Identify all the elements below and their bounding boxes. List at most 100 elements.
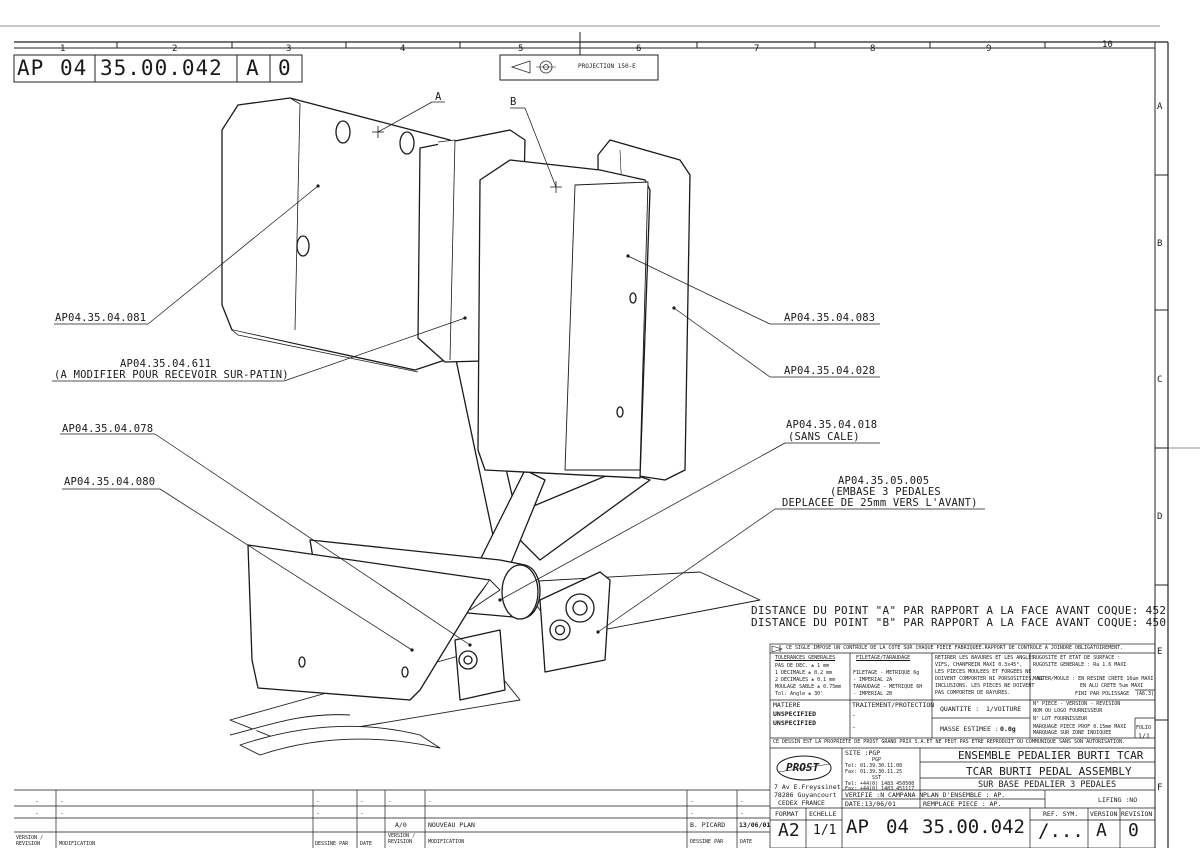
surface-line: FINI PAR POLISSAGE bbox=[1075, 691, 1130, 697]
format-value: A2 bbox=[778, 820, 800, 841]
revision-date: 13/06/01 bbox=[739, 821, 771, 829]
folio-value: 1/1 bbox=[1138, 732, 1150, 740]
surface-line: EN ALU CRETE 5um MAXI bbox=[1080, 683, 1144, 689]
site-code: SST bbox=[872, 775, 882, 781]
revision-placeholder: . bbox=[388, 796, 392, 804]
drawing-revision: 0 bbox=[278, 56, 292, 80]
header-version-revision: VERSION / REVISION bbox=[388, 833, 416, 845]
verifie: VERIFIE :N CAMPANA N bbox=[845, 791, 924, 799]
treatment-value: - bbox=[852, 723, 856, 731]
revision-version: A/0 bbox=[395, 821, 407, 829]
tolerance-line: Tol. Angle ± 30' bbox=[775, 691, 824, 697]
part-callout-note: (EMBASE 3 PEDALES bbox=[830, 486, 941, 498]
burrs-line: RETIRER LES BAVURES ET LES ANGLES bbox=[935, 655, 1035, 661]
grid-column-label: 8 bbox=[870, 44, 876, 54]
revision-placeholder: . bbox=[690, 808, 694, 816]
company-logo: PROST bbox=[786, 761, 820, 774]
footer-prefix: AP bbox=[846, 816, 869, 838]
distance-note-b: DISTANCE DU POINT "B" PAR RAPPORT A LA F… bbox=[751, 616, 1167, 629]
company-address: 7 Av E.Freyssinet bbox=[774, 783, 841, 791]
drawing-number: 35.00.042 bbox=[100, 56, 223, 80]
quantity-label: QUANTITE : bbox=[940, 705, 980, 713]
part-callout-note: (SANS CALE) bbox=[788, 431, 860, 443]
grid-column-label: 2 bbox=[172, 44, 178, 54]
footer-ref: /... bbox=[1038, 820, 1084, 842]
header-version-revision: VERSION / REVISION bbox=[16, 835, 44, 847]
part-callout: AP04.35.04.028 bbox=[784, 365, 876, 377]
grid-column-label: 10 bbox=[1102, 40, 1113, 50]
title-line-1: ENSEMBLE PEDALIER BURTI TCAR bbox=[958, 749, 1144, 762]
revision-placeholder: . bbox=[316, 808, 320, 816]
piece-info-line: N° LOT FOURNISSEUR bbox=[1033, 716, 1088, 722]
grid-row-label: C bbox=[1157, 375, 1163, 385]
projection-label: PROJECTION 150-E bbox=[578, 63, 636, 70]
revision-drawn-by: B. PICARD bbox=[690, 821, 726, 829]
distance-note-a: DISTANCE DU POINT "A" PAR RAPPORT A LA F… bbox=[751, 604, 1167, 617]
mass-value: 0.0g bbox=[1000, 725, 1016, 733]
grid-row-label: A bbox=[1157, 102, 1163, 112]
revision-placeholder: . bbox=[35, 796, 39, 804]
grid-column-label: 9 bbox=[986, 44, 992, 54]
revision-placeholder: . bbox=[690, 796, 694, 804]
tolerances-heading: TOLERANCES GENERALES bbox=[775, 655, 836, 661]
site-value: PGP bbox=[872, 757, 882, 763]
site-label: SITE :PGP bbox=[845, 749, 881, 757]
revision-placeholder: . bbox=[60, 796, 64, 804]
format-label: FORMAT bbox=[775, 810, 799, 818]
burrs-line: LES PIECES MOULEES ET FORGEES NE bbox=[935, 669, 1032, 675]
property-note: CE DESSIN EST LA PROPRIETE DE PROST GRAN… bbox=[773, 739, 1126, 745]
grid-column-label: 5 bbox=[518, 44, 524, 54]
surface-heading: RUGOSITE ET ETAT DE SURFACE : bbox=[1033, 655, 1121, 661]
header-modification: MODIFICATION bbox=[428, 839, 465, 845]
company-address: 78286 Guyancourt bbox=[774, 791, 837, 799]
material-value: UNSPECIFIED bbox=[773, 719, 817, 727]
part-callout: AP04.35.04.078 bbox=[62, 423, 154, 435]
footer-group: 04 bbox=[886, 816, 909, 838]
point-a-label: A bbox=[435, 91, 442, 103]
ref-sym-label: REF. SYM. bbox=[1043, 810, 1079, 818]
quantity-value: 1/VOITURE bbox=[986, 705, 1022, 713]
grid-column-label: 4 bbox=[400, 44, 406, 54]
revision-modification: NOUVEAU PLAN bbox=[428, 821, 475, 829]
part-callout-note: DEPLACEE DE 25mm VERS L'AVANT) bbox=[782, 497, 978, 509]
grid-row-label: F bbox=[1157, 783, 1163, 793]
lifing: LIFING :NO bbox=[1098, 796, 1138, 804]
company-address: CEDEX FRANCE bbox=[778, 799, 825, 807]
folio-label: FOLIO bbox=[1136, 725, 1152, 731]
title-line-2: TCAR BURTI PEDAL ASSEMBLY bbox=[966, 765, 1132, 778]
revision-placeholder: . bbox=[35, 808, 39, 816]
grid-column-label: 3 bbox=[286, 44, 292, 54]
header-date: DATE bbox=[740, 839, 753, 845]
footer-revision: 0 bbox=[1128, 820, 1139, 841]
part-callout-note: (A MODIFIER POUR RECEVOIR SUR-PATIN) bbox=[54, 369, 289, 381]
drawing-version: A bbox=[246, 56, 260, 80]
grid-row-label: D bbox=[1157, 512, 1163, 522]
scale-label: ECHELLE bbox=[809, 810, 837, 818]
grid-column-label: 7 bbox=[754, 44, 760, 54]
drawing-date: DATE:13/06/01 bbox=[845, 800, 896, 808]
revision-label: REVISION bbox=[1121, 810, 1153, 818]
header-date: DATE bbox=[360, 841, 373, 847]
footer-number: 35.00.042 bbox=[922, 816, 1025, 838]
treatment-value: - bbox=[852, 711, 856, 719]
revision-placeholder: . bbox=[428, 796, 432, 804]
tolerance-line: MOULAGE SABLE ± 0.75mm bbox=[775, 684, 842, 690]
site-fax: Fax: 01.39.30.11.25 bbox=[845, 769, 903, 775]
grid-row-label: B bbox=[1157, 239, 1163, 249]
piece-info-line: MARQUAGE SUR ZONE INDIQUEE bbox=[1033, 730, 1112, 736]
surface-finish-value: (A6.3) bbox=[1136, 691, 1155, 697]
threading-line: - IMPERIAL 2A bbox=[853, 677, 893, 683]
treatment-heading: TRAITEMENT/PROTECTION bbox=[852, 701, 935, 709]
drawing-number-prefix: AP bbox=[17, 56, 45, 80]
point-b-label: B bbox=[510, 96, 517, 108]
site-tel2: Tel: +44(0) 1483 450500 bbox=[845, 781, 915, 787]
tolerance-line: PAS DE DEC. ± 1 mm bbox=[775, 663, 830, 669]
header-modification: MODIFICATION bbox=[59, 841, 96, 847]
tolerance-line: 1 DECIMALE ± 0.2 mm bbox=[775, 670, 833, 676]
threading-heading: FILETAGE/TARAUDAGE bbox=[856, 655, 911, 661]
burrs-line: VIFS, CHANFREIN MAXI 0.3x45°. bbox=[935, 662, 1023, 668]
site-tel: Tel: 01.39.30.11.00 bbox=[845, 763, 903, 769]
part-callout: AP04.35.04.018 bbox=[786, 419, 878, 431]
